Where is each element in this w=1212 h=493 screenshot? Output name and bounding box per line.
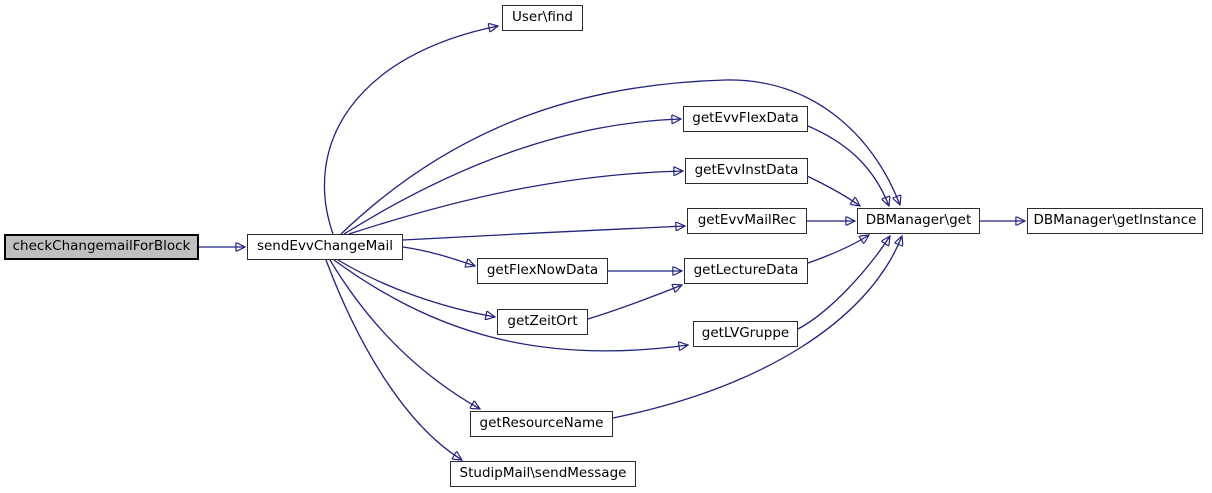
node-getEvvMailRec[interactable]: getEvvMailRec [687,208,807,234]
node-getEvvInstData[interactable]: getEvvInstData [685,158,808,184]
edge-getEvvInstData-to-DBManager-get [806,175,860,206]
edge-getLectureData-to-DBManager-get [807,235,869,264]
edge-getResourceName-to-DBManager-get [612,236,902,419]
node-checkChangemailForBlock: checkChangemailForBlock [4,234,199,260]
edge-sendEvvChangeMail-to-StudipMail-sendMessage [325,259,462,460]
node-dbmanager-getinstance[interactable]: DBManager\getInstance [1027,208,1203,234]
node-getEvvFlexData[interactable]: getEvvFlexData [683,106,808,132]
node-getFlexNowData[interactable]: getFlexNowData [477,258,608,284]
node-getLectureData[interactable]: getLectureData [684,258,808,284]
edge-sendEvvChangeMail-to-getLVGruppe [333,259,688,352]
edge-sendEvvChangeMail-to-getEvvFlexData [343,119,681,235]
edge-getZeitOrt-to-getLectureData [587,285,682,320]
node-getResourceName[interactable]: getResourceName [470,411,613,437]
node-dbmanager-get[interactable]: DBManager\get [857,208,980,234]
node-user-find[interactable]: User\find [502,5,583,31]
edge-sendEvvChangeMail-to-DBManager-get [340,79,900,235]
node-getLVGruppe[interactable]: getLVGruppe [693,321,798,347]
node-getZeitOrt[interactable]: getZeitOrt [497,309,588,335]
edge-sendEvvChangeMail-to-getEvvInstData [348,171,683,235]
edge-sendEvvChangeMail-to-getZeitOrt [337,259,495,317]
edge-sendEvvChangeMail-to-User-find [323,26,498,235]
node-studipmail-sendmessage[interactable]: StudipMail\sendMessage [450,461,636,487]
edge-getLVGruppe-to-DBManager-get [797,236,890,330]
edge-sendEvvChangeMail-to-getFlexNowData [402,246,475,266]
edge-sendEvvChangeMail-to-getEvvMailRec [402,226,685,241]
edge-getEvvFlexData-to-DBManager-get [807,125,889,206]
node-sendEvvChangeMail[interactable]: sendEvvChangeMail [247,234,403,260]
edge-sendEvvChangeMail-to-getResourceName [329,259,480,409]
